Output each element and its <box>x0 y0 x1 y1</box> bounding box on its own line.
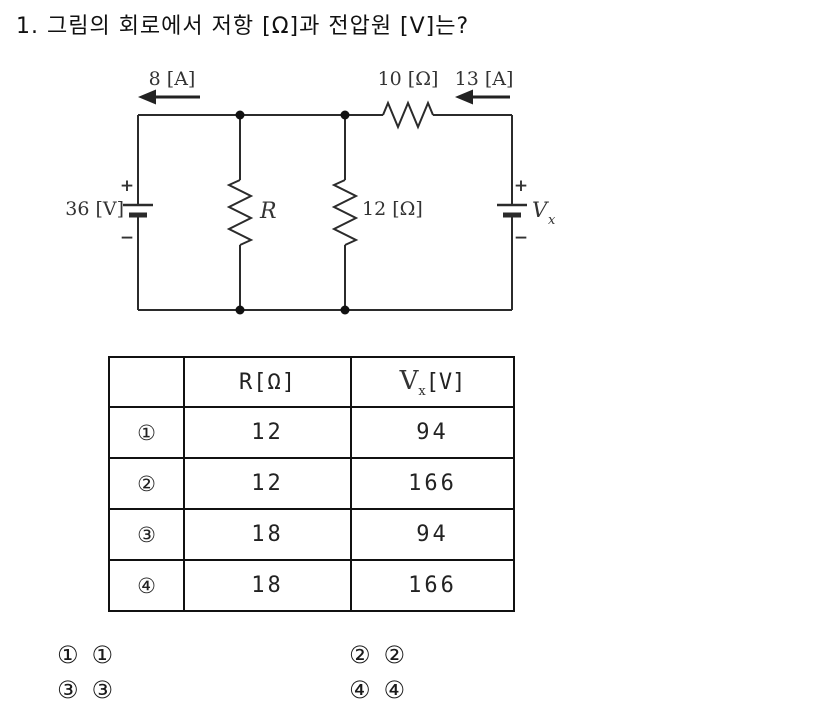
plus-sign-right: + <box>514 176 528 196</box>
battery-left-icon <box>123 203 153 218</box>
voltage-source-right-subscript: x <box>548 213 556 228</box>
row-voltage: 166 <box>350 457 515 510</box>
resistor-label-top: 10 [Ω] <box>378 68 439 90</box>
current-arrow-top-right-icon <box>455 89 510 105</box>
plus-sign-left: + <box>120 176 134 196</box>
row-resistance: 18 <box>183 559 352 612</box>
table-header-voltage: Vx[V] <box>350 356 515 408</box>
current-label-left: 8 [A] <box>149 68 196 90</box>
circuit-wires <box>137 114 513 311</box>
table-header-voltage-unit: [V] <box>425 369 466 395</box>
series-resistor-icon <box>382 100 434 130</box>
table-header-voltage-subscript: x <box>418 383 426 399</box>
answer-table: R[Ω] Vx[V] ① 12 94 ② 12 166 ③ 18 94 ④ 18… <box>108 356 515 612</box>
option-4-marker: ④ <box>349 676 371 704</box>
table-row: ④ 18 166 <box>108 559 515 612</box>
row-voltage: 94 <box>350 508 515 561</box>
row-resistance: 18 <box>183 508 352 561</box>
voltage-source-left-label: 36 [V] <box>65 198 124 220</box>
current-arrow-top-left-icon <box>138 89 200 105</box>
row-voltage: 166 <box>350 559 515 612</box>
resistor-R-label: R <box>259 199 277 224</box>
row-resistance: 12 <box>183 457 352 510</box>
minus-sign-left: − <box>120 228 134 248</box>
table-header-blank <box>108 356 185 408</box>
option-1-label: ① <box>91 641 114 669</box>
table-row: ③ 18 94 <box>108 508 515 561</box>
option-1-marker: ① <box>57 641 79 669</box>
junction-dots <box>235 110 350 315</box>
resistor-12ohm-label: 12 [Ω] <box>362 198 423 220</box>
table-row: ① 12 94 <box>108 406 515 459</box>
battery-right-icon <box>497 203 527 218</box>
option-2-marker: ② <box>349 641 371 669</box>
table-header-voltage-base: V <box>399 365 419 396</box>
option-4-label: ④ <box>383 676 406 704</box>
row-number: ③ <box>108 508 185 561</box>
option-2-label: ② <box>383 641 406 669</box>
row-number: ② <box>108 457 185 510</box>
row-voltage: 94 <box>350 406 515 459</box>
circuit-diagram: 8 [A] 10 [Ω] 13 [A] 36 [V] R 12 [Ω] V x … <box>65 68 556 315</box>
row-number: ④ <box>108 559 185 612</box>
table-row: ② 12 166 <box>108 457 515 510</box>
question-title: 1. 그림의 회로에서 저항 [Ω]과 전압원 [V]는? <box>16 14 470 39</box>
table-header-resistance: R[Ω] <box>183 356 352 408</box>
resistor-12ohm-icon <box>331 179 359 246</box>
row-resistance: 12 <box>183 406 352 459</box>
voltage-source-right-label: V <box>532 198 549 222</box>
table-header-row: R[Ω] Vx[V] <box>108 356 515 408</box>
option-3-label: ③ <box>91 676 114 704</box>
minus-sign-right: − <box>514 228 528 248</box>
resistor-R-icon <box>226 179 254 246</box>
current-label-right: 13 [A] <box>455 68 514 90</box>
option-3-marker: ③ <box>57 676 79 704</box>
row-number: ① <box>108 406 185 459</box>
